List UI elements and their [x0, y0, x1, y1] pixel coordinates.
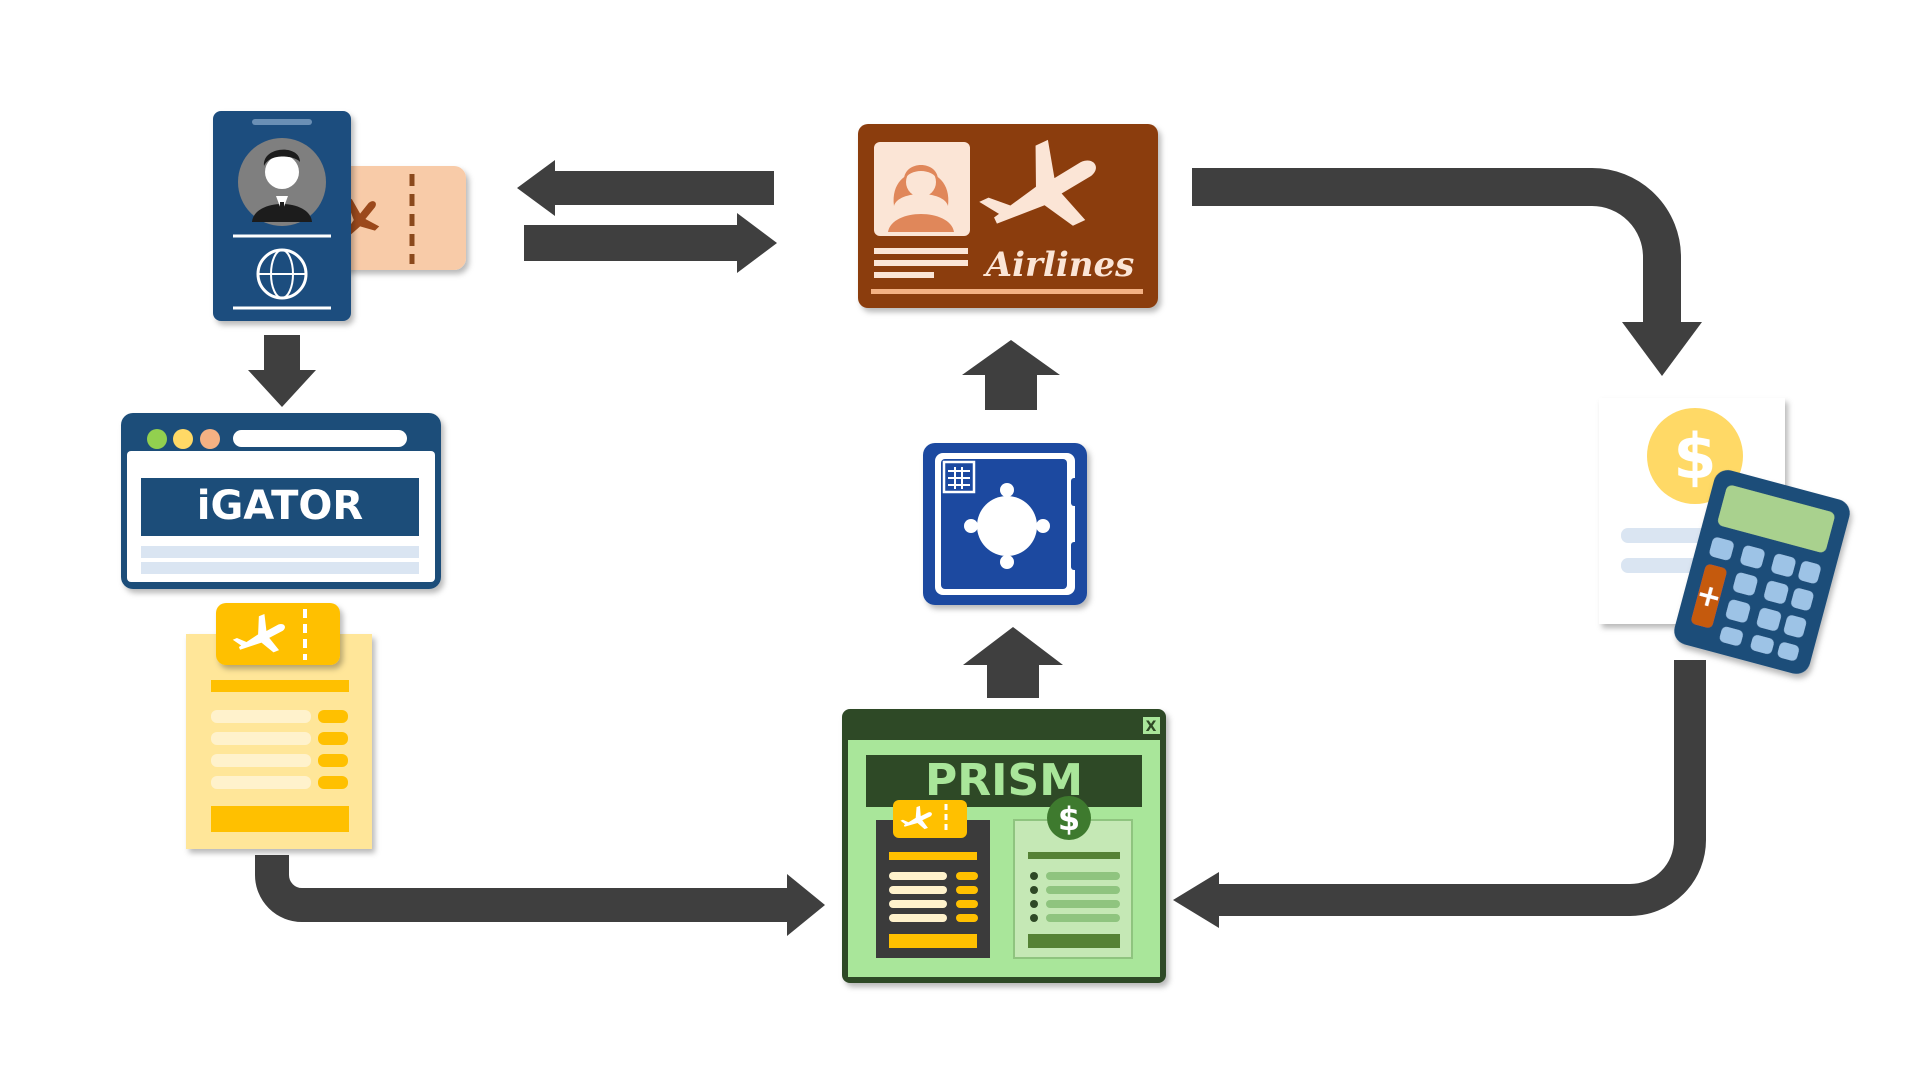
prism-ticket-icon — [893, 800, 967, 838]
arrow-passport-to-igator — [248, 335, 316, 407]
itinerary-document-icon — [186, 634, 372, 849]
prism-currency-symbol: $ — [1058, 800, 1080, 838]
airline-card-icon — [858, 124, 1158, 308]
prism-label: PRISM — [925, 755, 1083, 806]
igator-label: iGATOR — [197, 483, 363, 529]
safe-dial — [964, 483, 1050, 569]
calculator-icon: + — [1674, 470, 1850, 674]
safe-icon — [923, 443, 1087, 605]
agent-avatar — [888, 165, 954, 232]
arrow-airlines-to-invoice — [1192, 168, 1702, 376]
traveler-avatar — [252, 149, 312, 222]
arrow-to-airlines — [517, 160, 774, 216]
prism-window-icon — [842, 709, 1166, 983]
arrow-safe-to-airlines — [962, 340, 1060, 410]
safe-keypad — [942, 460, 976, 494]
arrow-itinerary-to-prism — [255, 855, 825, 936]
prism-close-button[interactable]: X — [1146, 719, 1157, 735]
itinerary-ticket-icon — [216, 603, 340, 665]
browser-window-icon — [121, 413, 441, 589]
plane-ticket-icon — [324, 166, 466, 270]
passport-icon — [213, 111, 351, 321]
arrow-from-airlines — [524, 213, 777, 273]
arrow-invoice-to-prism — [1173, 660, 1706, 928]
currency-symbol: $ — [1673, 420, 1716, 493]
prism-dollar-badge: $ — [1047, 796, 1091, 840]
arrow-prism-to-safe — [963, 627, 1063, 698]
airlines-label: Airlines — [983, 245, 1135, 285]
